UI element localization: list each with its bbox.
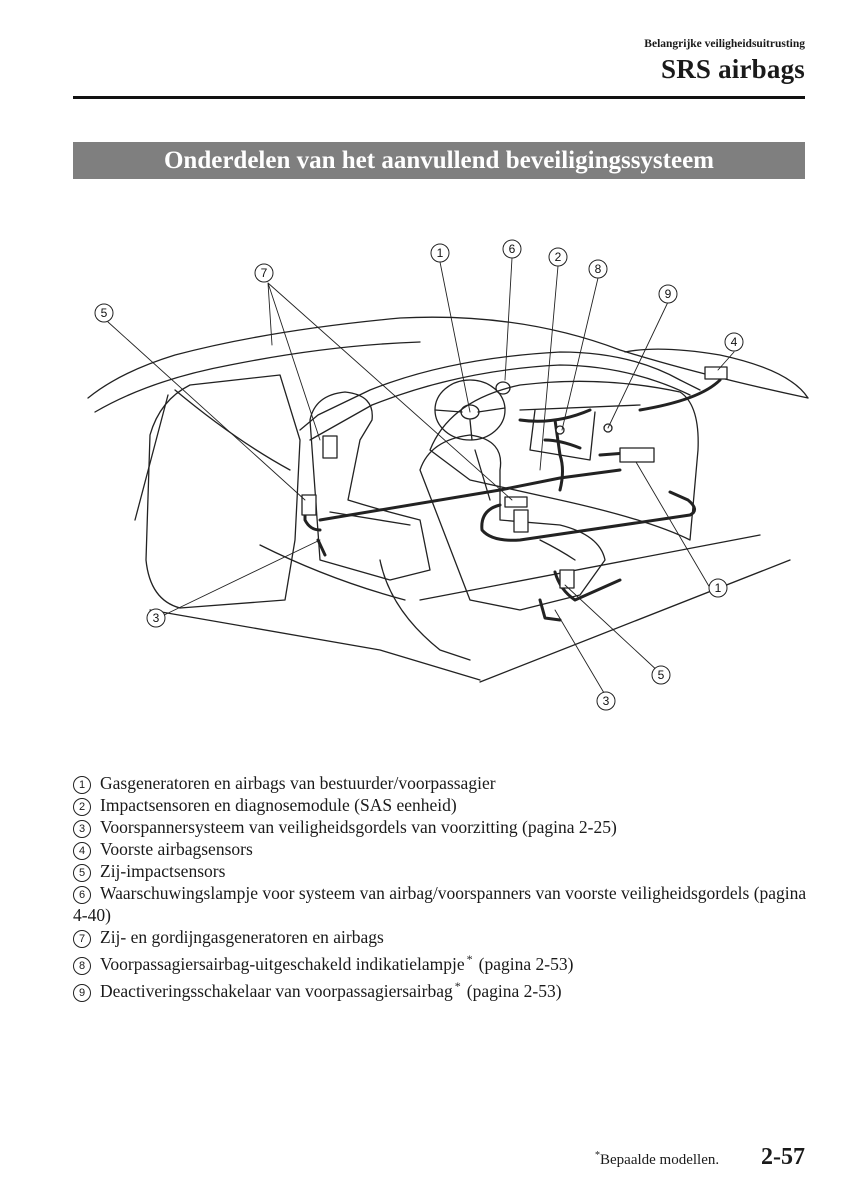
callout-3-bottom: 3 <box>596 691 616 711</box>
asterisk-mark: * <box>454 978 461 993</box>
module-seat-buckle <box>513 509 529 533</box>
legend-number: 7 <box>73 930 91 948</box>
callout-9: 9 <box>658 284 678 304</box>
legend-item-1: 1 Gasgeneratoren en airbags van bestuurde… <box>73 772 813 794</box>
page-number: 2-57 <box>761 1144 805 1170</box>
callout-9-label: 9 <box>665 287 672 301</box>
callout-1-label: 1 <box>437 246 444 260</box>
legend-item-8: 8 Voorpassagiersairbag-uitgeschakeld indi… <box>73 948 813 975</box>
module-passenger <box>559 569 575 589</box>
callout-6-label: 6 <box>509 242 516 256</box>
legend-item-2: 2 Impactsensoren en diagnosemodule (SAS e… <box>73 794 813 816</box>
legend-item-7: 7 Zij- en gordijngasgeneratoren en airbag… <box>73 926 813 948</box>
legend-text: Voorpassagiersairbag-uitgeschakeld indik… <box>100 953 465 974</box>
callout-1-top: 1 <box>430 243 450 263</box>
callout-2: 2 <box>548 247 568 267</box>
component-legend: 1 Gasgeneratoren en airbags van bestuurde… <box>73 772 813 1002</box>
legend-item-4: 4 Voorste airbagsensors <box>73 838 813 860</box>
callout-8: 8 <box>588 259 608 279</box>
legend-item-3: 3 Voorspannersysteem van veiligheidsgorde… <box>73 816 813 838</box>
legend-text: Zij-impactsensors <box>100 861 226 881</box>
legend-text: Voorste airbagsensors <box>100 839 253 859</box>
callout-3-left-label: 3 <box>153 611 160 625</box>
chapter-title: SRS airbags <box>661 54 805 84</box>
legend-number: 3 <box>73 820 91 838</box>
callout-6: 6 <box>502 239 522 259</box>
footnote-asterisk: * <box>595 1150 600 1161</box>
module-dash <box>619 447 655 463</box>
legend-text: Impactsensoren en diagnosemodule (SAS ee… <box>100 795 457 815</box>
roof-outline <box>87 316 809 399</box>
callout-1-bottom: 1 <box>708 578 728 598</box>
door-outline <box>145 374 301 609</box>
legend-number: 6 <box>73 886 91 904</box>
legend-page-ref: (pagina 2-53) <box>478 953 574 974</box>
callout-3-left: 3 <box>146 608 166 628</box>
callout-4: 4 <box>724 332 744 352</box>
legend-text: Waarschuwingslampje voor systeem van air… <box>73 883 807 925</box>
module-diagnostic <box>504 496 528 508</box>
legend-item-9: 9 Deactiveringsschakelaar van voorpassagi… <box>73 975 813 1002</box>
section-banner: Onderdelen van het aanvullend beveiligin… <box>73 142 805 179</box>
legend-number: 2 <box>73 798 91 816</box>
callout-5-top: 5 <box>94 303 114 323</box>
module-driver-side <box>322 435 338 459</box>
passenger-seat <box>419 434 606 611</box>
legend-number: 9 <box>73 983 91 1002</box>
callout-4-label: 4 <box>731 335 738 349</box>
legend-item-5: 5 Zij-impactsensors <box>73 860 813 882</box>
footnote: *Bepaalde modellen. <box>595 1150 719 1169</box>
legend-number: 1 <box>73 776 91 794</box>
callout-5-bottom: 5 <box>651 665 671 685</box>
callout-5-bottom-label: 5 <box>658 668 665 682</box>
legend-number: 8 <box>73 956 91 975</box>
leader-lines <box>107 257 735 699</box>
callout-3-bottom-label: 3 <box>603 694 610 708</box>
callout-2-label: 2 <box>555 250 562 264</box>
callout-7-label: 7 <box>261 266 268 280</box>
section-label: Belangrijke veiligheidsuitrusting <box>644 38 805 50</box>
wiring-harness <box>318 468 696 542</box>
footnote-text: Bepaalde modellen. <box>600 1152 720 1168</box>
asterisk-mark: * <box>466 952 473 966</box>
callout-5-top-label: 5 <box>101 306 108 320</box>
callout-8-label: 8 <box>595 262 602 276</box>
module-bpillar <box>301 494 317 516</box>
module-front-sensor <box>704 366 728 380</box>
legend-text: Deactiveringsschakelaar van voorpassagie… <box>100 980 453 1001</box>
legend-text: Zij- en gordijngasgeneratoren en airbags <box>100 927 384 947</box>
callout-7: 7 <box>254 263 274 283</box>
legend-text: Gasgeneratoren en airbags van bestuurder… <box>100 773 496 793</box>
header-divider <box>73 96 805 99</box>
legend-page-ref: (pagina 2-53) <box>466 980 562 1001</box>
legend-number: 5 <box>73 864 91 882</box>
driver-seat <box>309 391 431 581</box>
callout-1-bottom-label: 1 <box>715 581 722 595</box>
legend-number: 4 <box>73 842 91 860</box>
legend-text: Voorspannersysteem van veiligheidsgordel… <box>100 817 617 837</box>
